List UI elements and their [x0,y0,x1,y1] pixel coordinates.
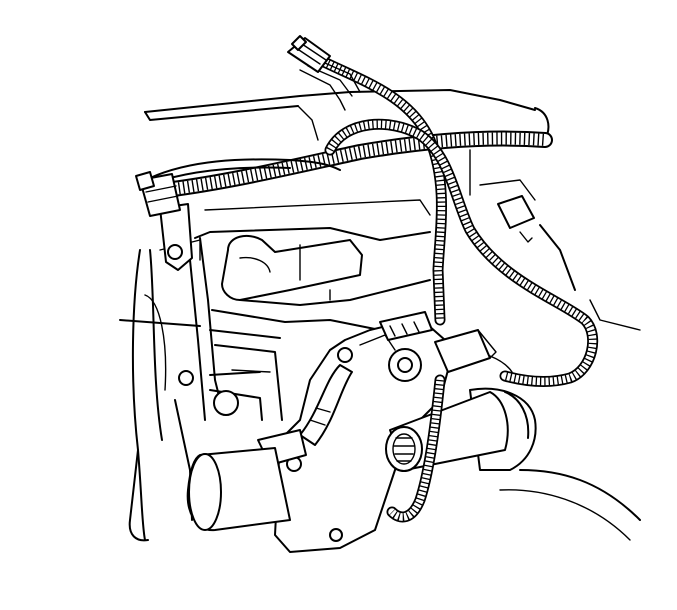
loose-wires [149,59,361,185]
valve-body [209,234,431,421]
wiring-harness-loop [314,54,599,523]
output-shaft [385,387,537,472]
mounting-bracket [159,203,206,421]
wiring-harness-main [157,130,553,198]
plug-fitting [213,390,239,416]
bracket-bolt [167,244,183,260]
top-connector [287,35,331,73]
right-connector [497,195,535,243]
position-switch-connector [434,329,513,373]
servo-cylinder [186,447,291,532]
spline-end [385,426,423,472]
left-connector [135,171,181,217]
lower-bolt [178,370,194,386]
shift-lever [257,364,353,466]
plate-bolt-upper [337,347,353,363]
plate-hole [329,528,343,542]
